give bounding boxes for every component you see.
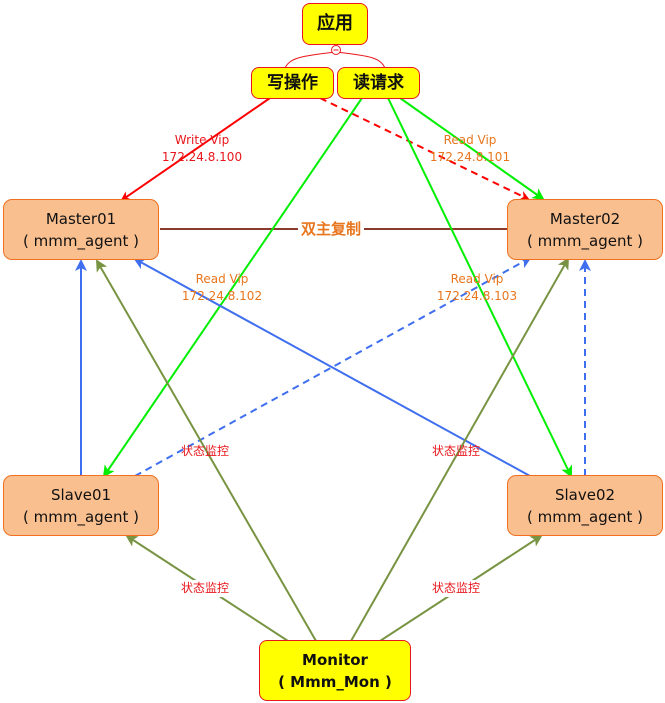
- read-vip-101-arrow: [399, 97, 545, 201]
- master02-role: ( mmm_agent ): [527, 231, 643, 250]
- slave01-role: ( mmm_agent ): [23, 507, 139, 526]
- monitor-status-label-4: 状态监控: [432, 580, 481, 597]
- read-vip-102-arrow: [102, 97, 363, 478]
- read-vip-101-ip: 172.24.8.101: [429, 150, 511, 164]
- write-vip-title: Write Vip: [174, 133, 230, 147]
- slave01-node[interactable]: Slave01 ( mmm_agent ): [3, 475, 159, 536]
- read-vip-103-arrow: [387, 97, 573, 478]
- master01-role: ( mmm_agent ): [23, 231, 139, 250]
- monitor-to-master02-arrow: [350, 257, 569, 642]
- write-vip-label: Write Vip 172.24.8.100: [147, 132, 257, 166]
- app-node-label: 应用: [317, 13, 353, 34]
- monitor-to-master01-arrow: [96, 259, 317, 642]
- dual-master-label: 双主复制: [298, 219, 365, 239]
- read-vip-103-title: Read Vip: [450, 272, 504, 286]
- slave02-node[interactable]: Slave02 ( mmm_agent ): [507, 475, 663, 536]
- monitor-role: ( Mmm_Mon ): [278, 672, 392, 691]
- master02-name: Master02: [549, 209, 621, 228]
- write-failover-arrow: [319, 97, 530, 201]
- app-node[interactable]: 应用: [302, 3, 368, 45]
- master02-node[interactable]: Master02 ( mmm_agent ): [507, 199, 663, 260]
- slave01-name: Slave01: [50, 485, 112, 504]
- monitor-node[interactable]: Monitor ( Mmm_Mon ): [259, 640, 411, 701]
- monitor-name: Monitor: [302, 650, 368, 669]
- read-vip-102-ip: 172.24.8.102: [181, 289, 263, 303]
- read-vip-102-title: Read Vip: [195, 272, 249, 286]
- monitor-status-label-3: 状态监控: [181, 580, 230, 597]
- monitor-status-label-2: 状态监控: [432, 444, 481, 458]
- master01-name: Master01: [45, 209, 117, 228]
- master01-node[interactable]: Master01 ( mmm_agent ): [3, 199, 159, 260]
- read-vip-103-ip: 172.24.8.103: [436, 289, 518, 303]
- slave02-name: Slave02: [554, 485, 616, 504]
- write-op-node[interactable]: 写操作: [251, 67, 334, 99]
- read-vip-103-label: Read Vip 172.24.8.103: [422, 271, 532, 305]
- read-vip-101-title: Read Vip: [443, 133, 497, 147]
- write-op-label: 写操作: [267, 73, 318, 93]
- read-vip-101-label: Read Vip 172.24.8.101: [415, 132, 525, 166]
- write-vip-arrow: [120, 97, 271, 202]
- slave02-role: ( mmm_agent ): [527, 507, 643, 526]
- read-req-node[interactable]: 读请求: [337, 67, 420, 99]
- write-vip-ip: 172.24.8.100: [161, 150, 243, 164]
- read-req-label: 读请求: [353, 73, 404, 93]
- monitor-status-label-1: 状态监控: [181, 444, 230, 458]
- read-vip-102-label: Read Vip 172.24.8.102: [167, 271, 277, 305]
